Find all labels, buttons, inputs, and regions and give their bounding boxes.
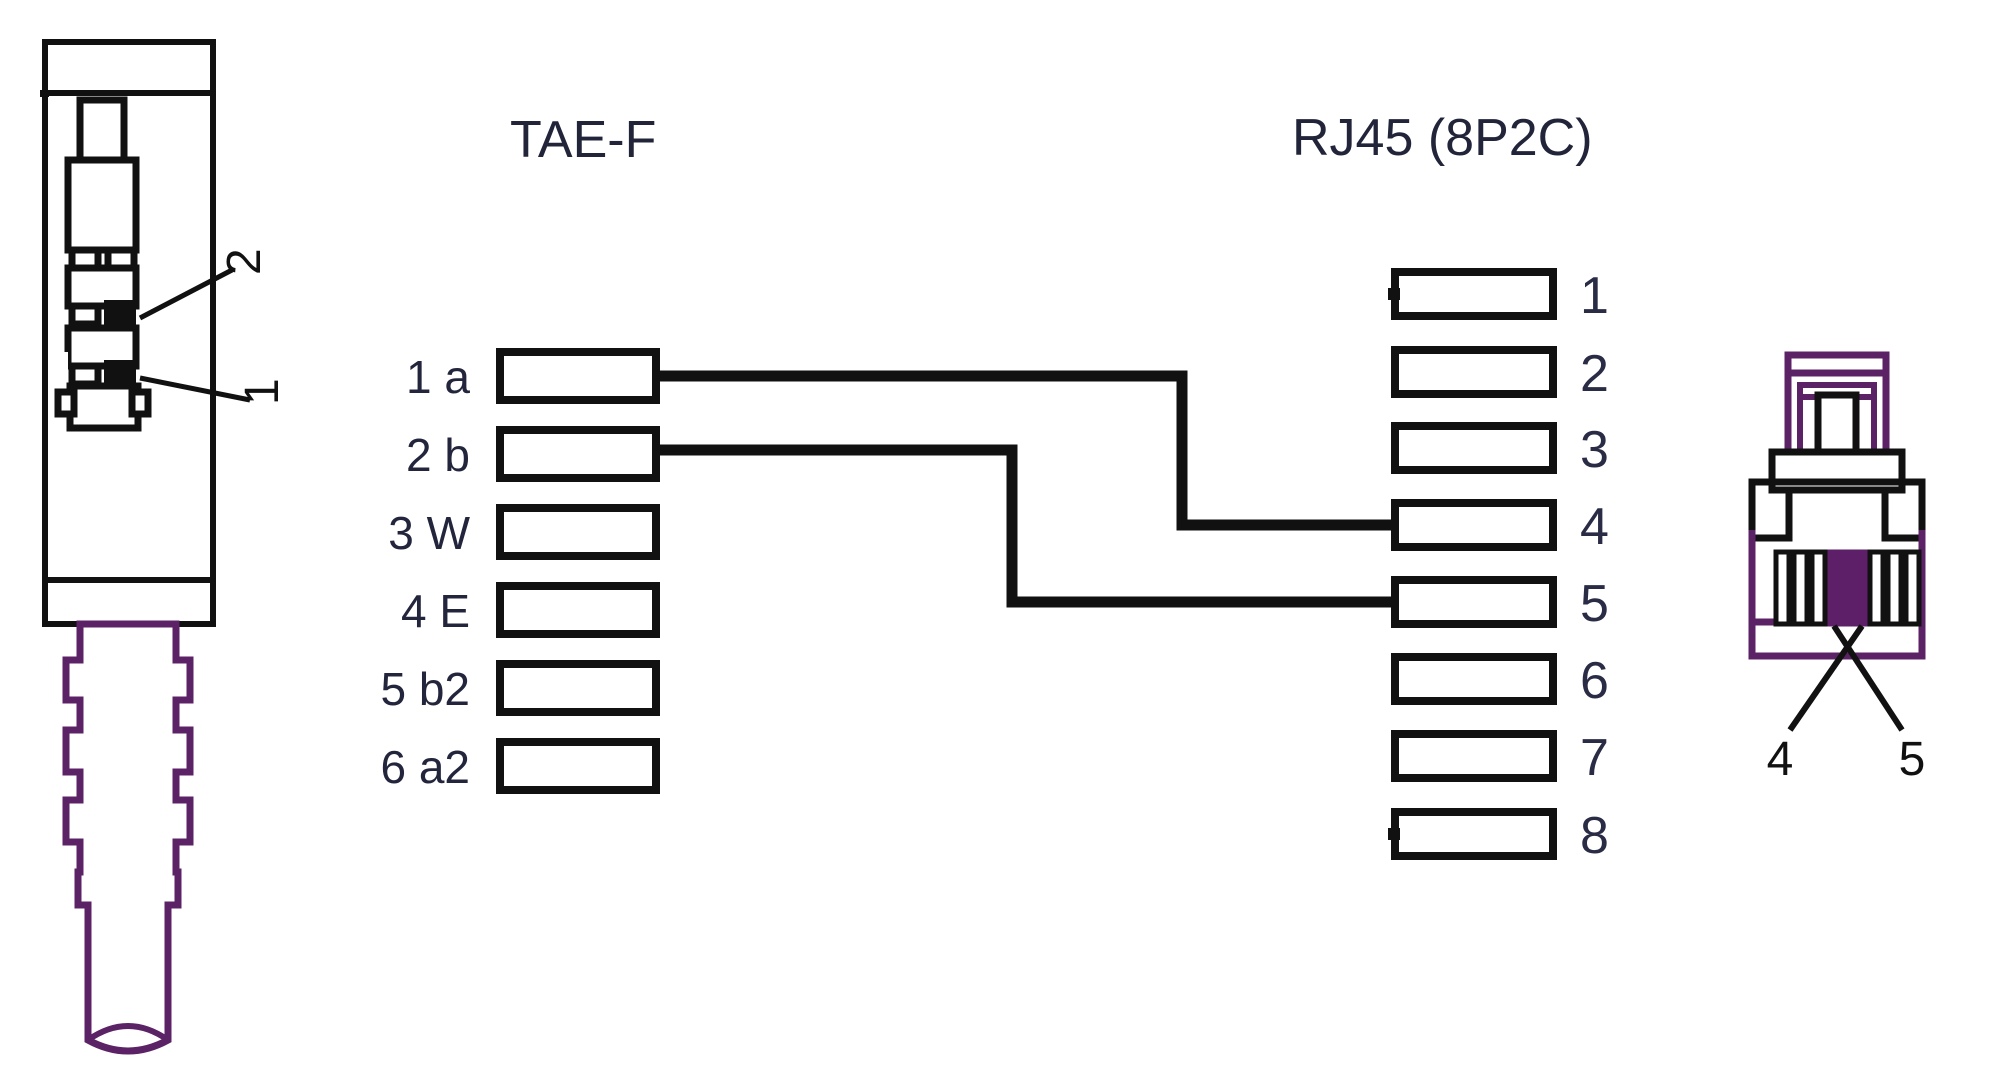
tae-callout-1: 1 — [236, 378, 289, 405]
rj45-label-3: 3 — [1580, 421, 1609, 479]
rj45-contact-5 — [1847, 549, 1868, 627]
rj45-box-7 — [1391, 730, 1557, 782]
tae-label-6: 6 a2 — [380, 741, 470, 793]
tae-box-4 — [496, 582, 660, 638]
tae-box-3 — [496, 504, 660, 560]
rj45-callout-5-leader — [1831, 624, 1905, 732]
rj45-terminal-boxes — [1388, 268, 1557, 860]
rj45-label-8: 8 — [1580, 807, 1609, 865]
rj45-box-5 — [1391, 576, 1557, 628]
tae-label-5: 5 b2 — [380, 663, 470, 715]
tae-label-3: 3 W — [388, 507, 470, 559]
tae-callout-2-leader — [138, 267, 234, 321]
tae-strain-relief — [62, 620, 194, 1055]
tae-key-profile — [54, 96, 152, 432]
tae-box-6 — [496, 738, 660, 794]
title-rj45: RJ45 (8P2C) — [1292, 109, 1593, 167]
wire-b — [656, 444, 1395, 608]
rj45-label-2: 2 — [1580, 345, 1609, 403]
tae-box-1 — [496, 348, 660, 404]
rj45-callout-4: 4 — [1767, 733, 1794, 786]
rj45-box-6 — [1391, 653, 1557, 705]
tae-terminal-boxes — [496, 348, 660, 794]
rj45-contacts — [1773, 549, 1922, 627]
rj45-contact-4 — [1827, 549, 1848, 627]
rj45-callout-5: 5 — [1899, 733, 1926, 786]
rj45-label-1: 1 — [1580, 267, 1609, 325]
rj45-callout-4-leader — [1787, 624, 1865, 732]
tae-plug-illustration — [40, 39, 251, 1055]
rj45-label-7: 7 — [1580, 729, 1609, 787]
tae-box-5 — [496, 660, 660, 716]
tae-label-1: 1 a — [406, 351, 470, 403]
rj45-box-2 — [1391, 346, 1557, 398]
rj45-label-6: 6 — [1580, 652, 1609, 710]
title-tae: TAE-F — [510, 111, 656, 169]
rj45-box-8 — [1391, 808, 1557, 860]
rj45-latch-clip — [1784, 351, 1890, 457]
rj45-label-4: 4 — [1580, 498, 1609, 556]
tae-callout-1-leader — [139, 375, 251, 403]
rj45-plug-illustration — [1748, 351, 1926, 732]
rj45-base — [1748, 618, 1926, 660]
rj45-box-8-stub — [1388, 828, 1400, 840]
rj45-label-5: 5 — [1580, 575, 1609, 633]
rj45-box-3 — [1391, 422, 1557, 474]
tae-label-4: 4 E — [401, 585, 470, 637]
rj45-box-1-stub — [1388, 288, 1400, 300]
tae-label-2: 2 b — [406, 429, 470, 481]
tae-callout-2: 2 — [218, 248, 271, 275]
wire-a — [656, 370, 1395, 531]
